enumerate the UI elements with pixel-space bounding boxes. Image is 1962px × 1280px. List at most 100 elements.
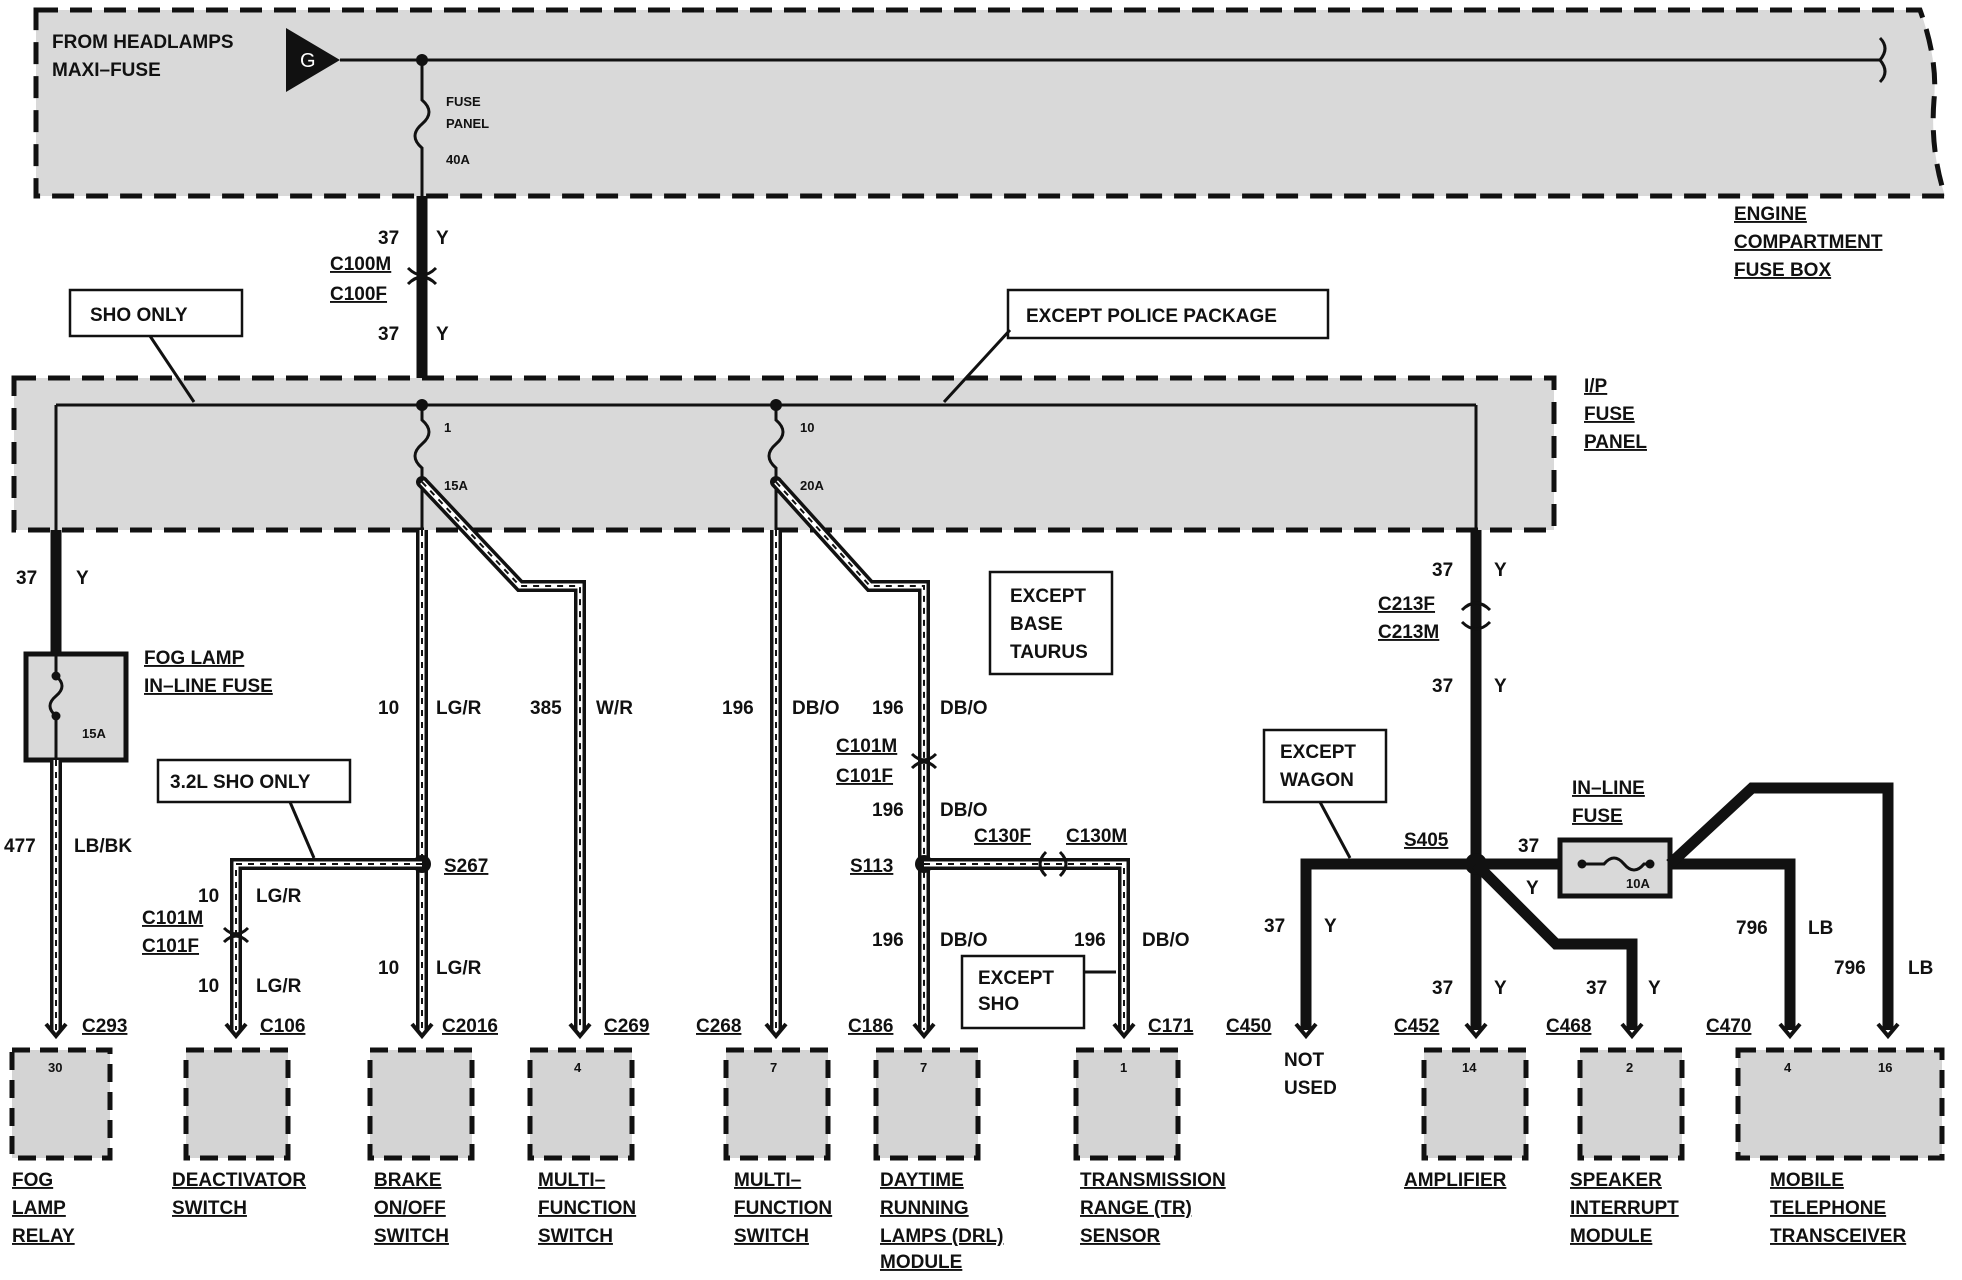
fuse-40a-icon <box>413 60 431 200</box>
note-sho32: 3.2L SHO ONLY <box>170 772 311 793</box>
fog-fuse-label-2: IN–LINE FUSE <box>144 676 273 697</box>
wire-main-mid-color: Y <box>436 324 449 345</box>
connector-c101m-a: C101M <box>142 908 203 929</box>
note-except-base-1: EXCEPT <box>1010 586 1086 607</box>
note-sho32-leader <box>288 801 316 859</box>
connector-c130f: C130F <box>974 826 1031 847</box>
fog-inline-fuse-box <box>23 651 129 763</box>
component-mobile-transceiver <box>1735 1047 1945 1161</box>
engine-box-label-2: COMPARTMENT <box>1734 232 1883 253</box>
connector-c100-icon <box>406 266 438 286</box>
multi1-label-1: MULTI– <box>538 1170 605 1191</box>
not-used-label-1: NOT <box>1284 1050 1325 1071</box>
wire-amp-num: 37 <box>1432 978 1453 999</box>
connector-c130m: C130M <box>1066 826 1127 847</box>
connector-c470: C470 <box>1706 1016 1751 1037</box>
wire-dbo-left-num: 196 <box>722 698 754 719</box>
connector-c268: C268 <box>696 1016 741 1037</box>
wire-fog-feed-num: 37 <box>16 568 37 589</box>
wire-dbo-sensor-stripe <box>924 861 1127 1030</box>
wire-lb1-num: 796 <box>1736 918 1768 939</box>
note-except-base-box <box>988 570 1114 676</box>
fog-fuse-label-1: FOG LAMP <box>144 648 245 669</box>
wire-lb1 <box>1670 858 1796 1030</box>
fog-fuse-icon <box>48 654 64 760</box>
wire-wagon-num: 37 <box>1264 916 1285 937</box>
multi1-label-3: SWITCH <box>538 1226 613 1247</box>
brake-label-3: SWITCH <box>374 1226 449 1247</box>
inline-fuse-dot-left <box>1577 859 1587 869</box>
wire-dbo-mid-num: 196 <box>872 800 904 821</box>
wire-lgr-branch2-num: 10 <box>198 976 219 997</box>
connector-c101-b-icon <box>910 752 938 770</box>
note-except-base-2: BASE <box>1010 614 1063 635</box>
drl-label-4: MODULE <box>880 1252 962 1273</box>
multi2-label-1: MULTI– <box>734 1170 801 1191</box>
wire-right-top-color: Y <box>1494 560 1507 581</box>
brake-label-1: BRAKE <box>374 1170 442 1191</box>
wire-dbo-right-stripe <box>774 480 927 1030</box>
note-except-police-leader <box>942 328 1012 404</box>
amp-label-1: AMPLIFIER <box>1404 1170 1507 1191</box>
inline-fuse-box <box>1557 837 1673 899</box>
connector-c2016: C2016 <box>442 1016 498 1037</box>
fuse-panel-label-1: FUSE <box>446 94 481 109</box>
mobile-label-2: TELEPHONE <box>1770 1198 1886 1219</box>
wire-wagon-color: Y <box>1324 916 1337 937</box>
wire-fog-feed-color: Y <box>76 568 89 589</box>
fuse-40a-rating: 40A <box>446 152 470 167</box>
connector-c293: C293 <box>82 1016 127 1037</box>
ip-panel-label-3: PANEL <box>1584 432 1647 453</box>
wire-lgr-branch-color: LG/R <box>256 886 302 907</box>
ground-symbol-label: G <box>300 50 316 72</box>
wire-lgr-branch-tracer <box>235 863 422 1030</box>
component-drl-module <box>873 1047 981 1161</box>
note-except-wagon-1: EXCEPT <box>1280 742 1356 763</box>
note-sho-only-leader <box>148 335 196 403</box>
component-multi-function-1 <box>527 1047 635 1161</box>
connector-c130-icon <box>1038 850 1068 878</box>
component-deactivator <box>183 1047 291 1161</box>
multi2-label-2: FUNCTION <box>734 1198 832 1219</box>
multi1-label-2: FUNCTION <box>538 1198 636 1219</box>
mobile-label-1: MOBILE <box>1770 1170 1844 1191</box>
drl-label-1: DAYTIME <box>880 1170 964 1191</box>
speaker-label-2: INTERRUPT <box>1570 1198 1679 1219</box>
multi2-label-3: SWITCH <box>734 1226 809 1247</box>
deactivator-label-1: DEACTIVATOR <box>172 1170 306 1191</box>
wire-main-top-color: Y <box>436 228 449 249</box>
wire-lgr-low-color: LG/R <box>436 958 482 979</box>
note-sho-only-box <box>68 288 244 338</box>
wire-dbo-low-color: DB/O <box>940 930 988 951</box>
wire-lb2-color: LB <box>1908 958 1933 979</box>
mobile-pin-2: 16 <box>1878 1060 1892 1075</box>
splice-s267: S267 <box>444 856 488 877</box>
wire-lb2-num: 796 <box>1834 958 1866 979</box>
wire-spk-num: 37 <box>1586 978 1607 999</box>
inline-fuse-label-2: FUSE <box>1572 806 1623 827</box>
wire-lb1-color: LB <box>1808 918 1833 939</box>
fog-fuse-rating: 15A <box>82 726 106 741</box>
multi2-pin: 7 <box>770 1060 777 1075</box>
fuse-panel-label-2: PANEL <box>446 116 489 131</box>
wire-main-top-num: 37 <box>378 228 399 249</box>
note-except-wagon-2: WAGON <box>1280 770 1354 791</box>
connector-c213m: C213M <box>1378 622 1439 643</box>
note-except-sho-1: EXCEPT <box>978 968 1054 989</box>
component-multi-function-2 <box>723 1047 831 1161</box>
wire-wagon <box>1300 858 1476 1030</box>
connector-c101f-a: C101F <box>142 936 199 957</box>
note-except-sho-2: SHO <box>978 994 1019 1015</box>
component-brake-switch <box>367 1047 475 1161</box>
inline-fuse-icon <box>1582 856 1650 872</box>
inline-fuse-label-1: IN–LINE <box>1572 778 1645 799</box>
connector-c452: C452 <box>1394 1016 1439 1037</box>
amp-pin: 14 <box>1462 1060 1477 1075</box>
wire-right-mid-color: Y <box>1494 676 1507 697</box>
component-tr-sensor <box>1073 1047 1181 1161</box>
connector-c100m: C100M <box>330 254 391 275</box>
note-except-base-3: TAURUS <box>1010 642 1088 663</box>
engine-box-label-1: ENGINE <box>1734 204 1807 225</box>
component-fog-relay <box>9 1047 113 1161</box>
wire-dbo-left-color: DB/O <box>792 698 840 719</box>
